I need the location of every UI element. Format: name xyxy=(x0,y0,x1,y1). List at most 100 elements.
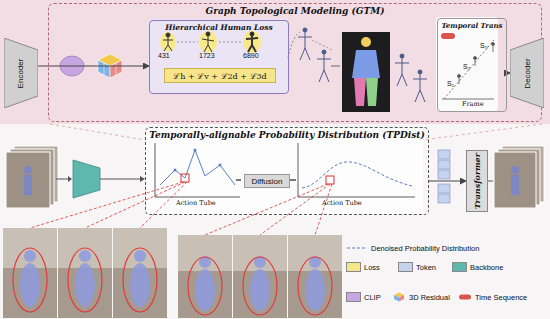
video-frames xyxy=(233,235,287,318)
tpdist-charts xyxy=(174,169,177,172)
flow-arrow xyxy=(38,66,149,67)
box-label: Decoder xyxy=(523,58,532,88)
encoder-block-outline xyxy=(4,38,38,108)
input-frames xyxy=(6,152,50,208)
legend-entry: 3D Residual xyxy=(392,292,450,302)
mesh-render xyxy=(361,37,371,47)
number-label: 431 xyxy=(158,52,170,60)
hierarchical-figures xyxy=(246,38,258,39)
output-frames xyxy=(488,146,544,208)
tube-links xyxy=(85,182,185,228)
skeletons-right xyxy=(418,70,422,74)
pill-sample xyxy=(459,295,471,300)
tube-links xyxy=(260,184,330,235)
mesh-render xyxy=(342,32,390,112)
backbone xyxy=(73,160,145,198)
tpdist-charts xyxy=(302,162,412,188)
box-label: Diffusion xyxy=(252,177,283,186)
token-column xyxy=(438,194,450,203)
box-title: Graph Topological Modeling (GTM) xyxy=(49,6,541,16)
temporal-box: Temporal Trans xyxy=(437,18,507,112)
temporal-trans-figure xyxy=(441,33,455,39)
hierarchical-figures xyxy=(160,31,261,53)
video-frames xyxy=(288,235,342,318)
box-title: Hierarchical Human Loss xyxy=(150,23,288,32)
input-frames xyxy=(68,176,72,182)
tube-circles xyxy=(188,257,222,315)
temporal-trans-figure xyxy=(492,43,495,46)
hierarchical-figures xyxy=(208,45,212,52)
legend-swatch xyxy=(452,262,467,272)
skeletons-right xyxy=(402,74,407,86)
mesh-render xyxy=(352,50,380,78)
hierarchical-figures xyxy=(166,33,170,37)
skeletons xyxy=(298,37,312,38)
transformer-block: Transformer xyxy=(466,150,488,212)
tube-links xyxy=(30,182,332,235)
token-column xyxy=(438,170,450,179)
skeletons-right xyxy=(400,54,404,58)
number-label: 1723 xyxy=(199,52,215,60)
people xyxy=(134,250,146,262)
legend-entry: Denoised Probability Distribution xyxy=(346,243,479,253)
axis-label: Action Tube xyxy=(176,200,216,207)
people xyxy=(20,263,40,307)
skeletons-right xyxy=(413,79,427,80)
legend-text: Backbone xyxy=(470,263,503,272)
legend-swatch xyxy=(346,292,361,302)
tube-links xyxy=(315,184,332,235)
axis-label: Frame xyxy=(462,101,484,108)
hierarchical-figures xyxy=(252,45,256,52)
decorative-dashes xyxy=(50,124,145,140)
legend-swatch xyxy=(346,262,361,272)
residual-cube xyxy=(110,60,122,78)
mesh-render xyxy=(354,78,366,106)
cube-sample xyxy=(392,292,406,302)
tpdist-charts xyxy=(155,143,156,197)
tpdist-charts xyxy=(160,150,235,185)
tube-links xyxy=(205,184,328,235)
skeletons xyxy=(303,28,307,32)
skeletons-right xyxy=(395,54,427,102)
output-frames xyxy=(511,175,519,195)
legend-swatch xyxy=(398,262,413,272)
mesh-render xyxy=(366,78,378,106)
decorative-dashes xyxy=(423,124,542,140)
skeletons-right xyxy=(420,74,421,90)
tpdist-charts xyxy=(326,176,334,184)
background xyxy=(148,19,288,93)
mesh-render xyxy=(331,66,340,67)
skeletons-right xyxy=(420,90,425,102)
box-label: Encoder xyxy=(16,58,25,88)
tube-circles xyxy=(123,248,157,312)
video-frames xyxy=(3,228,342,318)
people xyxy=(195,269,215,311)
legend-text: 3D Residual xyxy=(409,293,450,302)
input-frames xyxy=(56,179,68,180)
skeletons xyxy=(288,32,300,58)
background xyxy=(0,0,550,215)
legend-text: Denoised Probability Distribution xyxy=(371,244,479,253)
legend-text: Token xyxy=(416,263,436,272)
cube-sample xyxy=(394,295,399,302)
skeletons xyxy=(288,28,332,82)
hierarchical-figures xyxy=(199,31,217,53)
tpdist-charts xyxy=(194,149,197,152)
temporal-trans-figure xyxy=(493,46,494,52)
tpdist-charts xyxy=(181,174,189,182)
people xyxy=(24,250,36,262)
skeletons xyxy=(322,50,326,54)
sequence-label: S₁ xyxy=(447,80,454,88)
temporal-trans-figure xyxy=(442,99,494,100)
hierarchical-figures xyxy=(204,45,208,52)
legend-entry: Time Sequence xyxy=(458,292,527,302)
skeletons-right xyxy=(415,90,420,102)
dashed-line-sample xyxy=(347,247,367,248)
box-label: Transformer xyxy=(472,153,482,209)
hierarchical-figures xyxy=(164,45,168,51)
input-frames xyxy=(6,146,72,208)
temporal-trans-figure xyxy=(475,60,476,66)
hierarchical-figures xyxy=(177,42,241,43)
input-frames xyxy=(24,166,32,174)
tube-circles xyxy=(13,248,332,315)
